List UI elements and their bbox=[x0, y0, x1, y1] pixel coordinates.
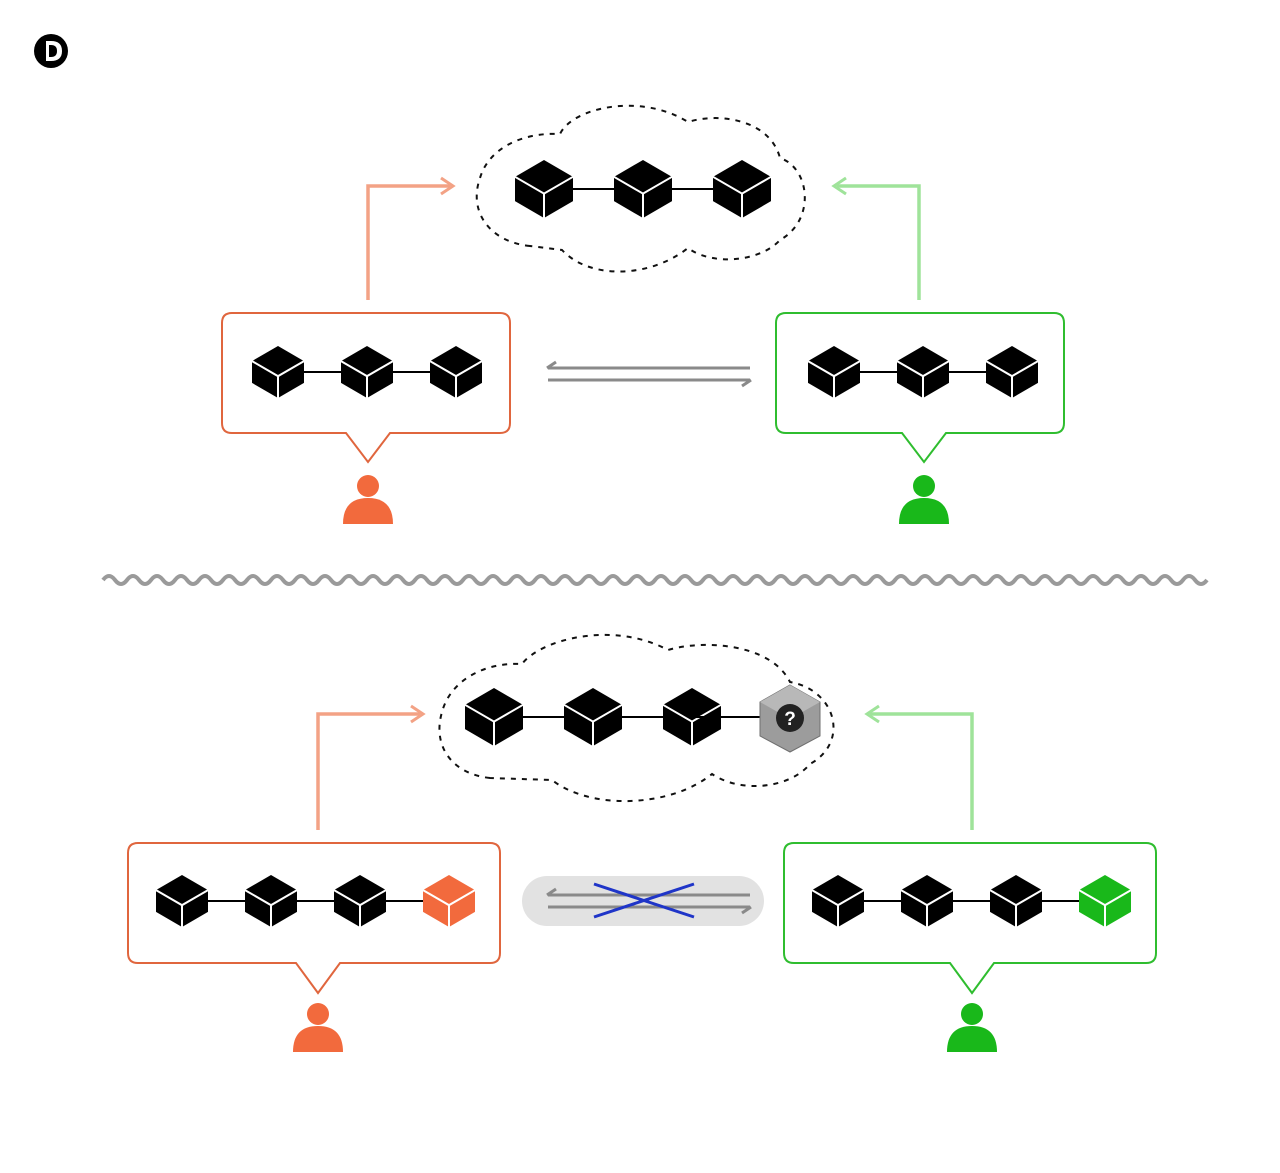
green-upload-arrow bbox=[837, 184, 921, 300]
block-icon bbox=[896, 346, 950, 398]
right-local-chain bbox=[807, 346, 1039, 398]
question-mark: ? bbox=[784, 709, 796, 730]
green-upload-arrow bbox=[870, 712, 974, 830]
block-icon bbox=[712, 160, 772, 218]
block-icon bbox=[429, 346, 483, 398]
left-local-chain-bubble bbox=[127, 842, 501, 995]
shared-chain-cloud bbox=[475, 104, 806, 273]
block-icon bbox=[155, 875, 209, 927]
right-local-chain-bubble bbox=[783, 842, 1157, 995]
shared-chain-cloud bbox=[438, 633, 835, 802]
right-local-chain bbox=[811, 875, 1132, 927]
cross-icon bbox=[593, 882, 695, 919]
orange-person-icon bbox=[293, 1003, 343, 1052]
left-local-chain bbox=[155, 875, 476, 927]
green-person-icon bbox=[947, 1003, 997, 1052]
orange-arrowhead bbox=[440, 176, 456, 196]
block-icon bbox=[989, 875, 1043, 927]
block-icon bbox=[563, 688, 623, 746]
block-icon bbox=[807, 346, 861, 398]
green-arrowhead bbox=[831, 176, 847, 196]
block-icon bbox=[811, 875, 865, 927]
bottom-scene: ? bbox=[127, 633, 1157, 1052]
sync-arrows bbox=[546, 360, 752, 388]
block-icon bbox=[251, 346, 305, 398]
orange-person-icon bbox=[343, 475, 393, 524]
green-block-icon bbox=[1078, 875, 1132, 927]
top-scene bbox=[221, 104, 1065, 524]
left-local-chain bbox=[251, 346, 483, 398]
orange-upload-arrow bbox=[366, 184, 450, 300]
block-icon bbox=[333, 875, 387, 927]
broken-sync bbox=[522, 876, 764, 926]
block-icon bbox=[900, 875, 954, 927]
green-person-icon bbox=[899, 475, 949, 524]
block-icon bbox=[244, 875, 298, 927]
question-block-icon: ? bbox=[759, 684, 821, 753]
block-icon bbox=[340, 346, 394, 398]
orange-upload-arrow bbox=[316, 712, 420, 830]
wavy-divider bbox=[101, 574, 1209, 586]
orange-block-icon bbox=[422, 875, 476, 927]
shared-chain bbox=[464, 688, 760, 746]
d-logo-icon bbox=[34, 34, 68, 68]
block-icon bbox=[613, 160, 673, 218]
block-icon bbox=[464, 688, 524, 746]
block-icon bbox=[514, 160, 574, 218]
orange-arrowhead bbox=[410, 704, 426, 724]
block-icon bbox=[985, 346, 1039, 398]
green-arrowhead bbox=[864, 704, 880, 724]
shared-chain bbox=[514, 160, 772, 218]
